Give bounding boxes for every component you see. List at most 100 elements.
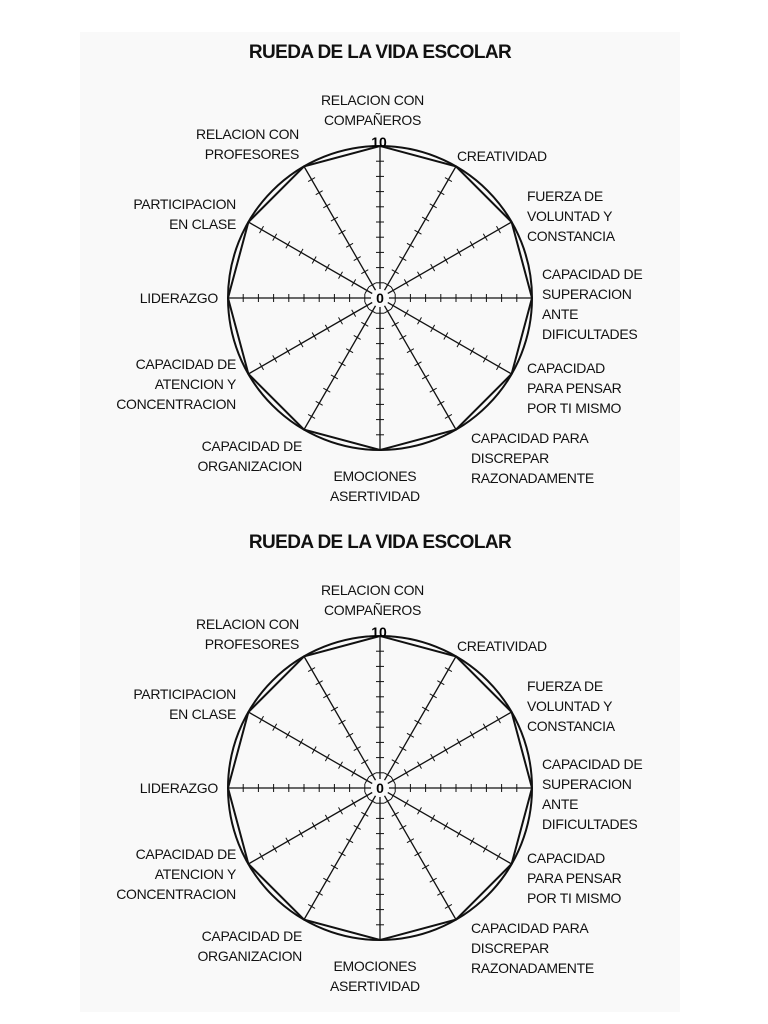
scale-tick: [330, 706, 339, 712]
scale-tick: [259, 852, 264, 861]
scale-tick: [417, 807, 422, 815]
scale-tick: [323, 203, 331, 209]
scale-min-label: 0: [376, 290, 384, 306]
scale-tick: [430, 814, 436, 823]
wheel-sheet-top: RUEDA DE LA VIDA ESCOLAR 0 10 RELACION C…: [80, 32, 680, 522]
scale-tick: [368, 772, 377, 778]
scale-tick: [417, 271, 422, 279]
scale-tick: [368, 308, 377, 314]
scale-tick: [361, 759, 369, 765]
scale-tick: [353, 256, 361, 261]
scale-tick: [324, 753, 330, 762]
scale-tick: [391, 811, 399, 817]
scale-tick: [259, 362, 264, 371]
scale-tick: [403, 769, 409, 777]
scale-tick: [429, 693, 437, 699]
scale-tick: [390, 776, 396, 785]
scale-tick: [259, 715, 264, 724]
scale-tick: [323, 693, 331, 699]
wheel-sheet-bottom: RUEDA DE LA VIDA ESCOLAR 0 10 RELACION C…: [80, 522, 680, 1012]
scale-tick: [443, 256, 449, 264]
scale-tick: [298, 829, 304, 838]
scale-tick: [307, 904, 316, 909]
scale-tick: [351, 279, 357, 287]
wheel-spokes: [228, 146, 532, 450]
scale-tick: [272, 233, 278, 241]
scale-tick: [307, 177, 316, 182]
scale-tick: [437, 400, 445, 406]
wheel-hub: [371, 289, 389, 307]
scale-tick: [361, 269, 369, 275]
scale-tick: [324, 814, 330, 823]
category-label-organizacion: CAPACIDAD DE ORGANIZACION: [197, 928, 302, 964]
scale-tick: [399, 335, 407, 340]
scale-tick: [429, 203, 437, 209]
scale-tick: [315, 400, 323, 406]
scale-tick: [272, 845, 278, 853]
scale-tick: [353, 825, 361, 830]
scale-tick: [272, 355, 278, 363]
scale-tick: [390, 286, 396, 295]
scale-tick: [421, 216, 430, 222]
scale-tick: [311, 822, 317, 830]
scale-tick: [323, 387, 331, 393]
scale-tick: [406, 348, 415, 354]
scale-tick: [399, 825, 407, 830]
scale-tick: [259, 225, 264, 234]
scale-tick: [353, 746, 361, 751]
category-label-emociones-asertividad: EMOCIONES ASERTIVIDAD: [330, 468, 420, 504]
scale-tick: [444, 177, 453, 182]
category-label-relacion-profesores: RELACION CON PROFESORES: [196, 126, 299, 162]
scale-tick: [361, 321, 369, 327]
scale-tick: [338, 761, 343, 769]
category-label-fuerza-voluntad: FUERZA DE VOLUNTAD Y CONSTANCIA: [527, 678, 615, 734]
scale-tick: [364, 286, 370, 295]
category-label-atencion: CAPACIDAD DE ATENCION Y CONCENTRACION: [116, 846, 236, 902]
scale-tick: [482, 845, 488, 853]
scale-tick: [351, 769, 357, 777]
scale-tick: [298, 339, 304, 348]
category-label-creatividad: CREATIVIDAD: [457, 638, 547, 654]
scale-tick: [345, 732, 354, 738]
scale-tick: [285, 347, 291, 355]
scale-tick: [443, 332, 449, 340]
scale-tick: [272, 723, 278, 731]
school-life-wheel: 0 10: [226, 134, 534, 452]
scale-tick: [414, 229, 422, 235]
scale-tick: [338, 851, 346, 857]
scale-tick: [469, 731, 475, 739]
scale-tick: [496, 225, 501, 234]
scale-tick: [456, 738, 462, 747]
category-label-liderazgo: LIDERAZGO: [139, 780, 219, 796]
scale-tick: [345, 242, 354, 248]
category-label-capacidad-superacion: CAPACIDAD DE SUPERACION ANTE DIFICULTADE…: [542, 266, 643, 342]
wheel-circle: [227, 635, 533, 941]
scale-tick: [298, 738, 304, 747]
scale-tick: [315, 890, 323, 896]
scale-tick: [456, 248, 462, 257]
scale-tick: [338, 229, 346, 235]
scale-tick: [403, 279, 409, 287]
wheel-circle: [227, 145, 533, 451]
category-label-relacion-companeros: RELACION CON COMPAÑEROS: [321, 582, 424, 618]
scale-tick: [383, 308, 392, 314]
category-label-relacion-profesores: RELACION CON PROFESORES: [196, 616, 299, 652]
scale-tick: [338, 361, 346, 367]
scale-tick: [437, 680, 445, 686]
scale-tick: [307, 414, 316, 419]
scale-tick: [444, 904, 453, 909]
scale-tick: [383, 282, 392, 288]
scale-tick: [456, 339, 462, 348]
scale-tick: [285, 837, 291, 845]
scale-tick: [399, 256, 407, 261]
scale-tick: [324, 324, 330, 333]
scale-tick: [315, 680, 323, 686]
scale-tick: [414, 719, 422, 725]
scale-tick: [364, 776, 370, 785]
category-label-emociones-asertividad: EMOCIONES ASERTIVIDAD: [330, 958, 420, 994]
scale-tick: [353, 335, 361, 340]
scale-tick: [311, 256, 317, 264]
scale-tick: [361, 811, 369, 817]
scale-tick: [469, 837, 475, 845]
